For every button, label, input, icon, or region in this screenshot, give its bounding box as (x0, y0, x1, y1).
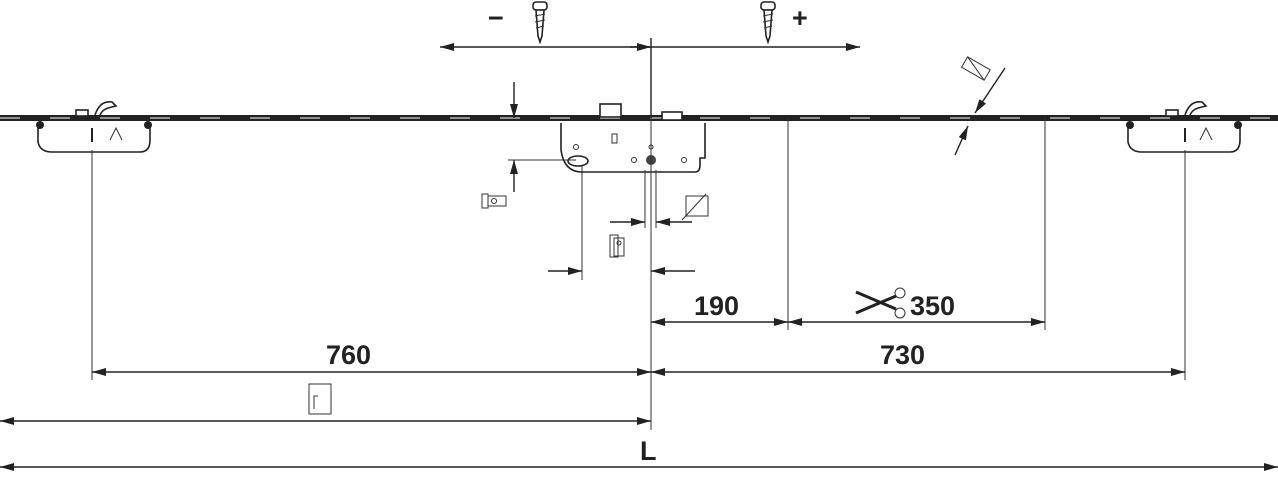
main-lock-case (560, 103, 706, 173)
right-hook-locking-point (1126, 100, 1242, 153)
bar-thickness-indicator (954, 56, 1006, 156)
backset-dimension (548, 165, 709, 280)
lock-bar (0, 115, 1278, 121)
screw-icon (760, 1, 776, 45)
minus-label: − (488, 3, 504, 33)
door-frame-icon (308, 383, 332, 415)
dim-350-label: 350 (910, 291, 955, 321)
bar-offset-dimension (481, 82, 576, 209)
left-hook-locking-point (36, 100, 152, 153)
dim-760-label: 760 (326, 340, 371, 370)
square-spindle-icon (681, 193, 709, 221)
screw-icon (532, 1, 548, 45)
plus-label: + (792, 3, 808, 33)
dim-190-label: 190 (694, 291, 739, 321)
dim-L-label: L (640, 436, 657, 466)
lock-case-profile-icon (609, 234, 625, 258)
bar-profile-icon (960, 56, 991, 81)
scissors-icon (855, 287, 906, 319)
bolt-profile-icon (481, 193, 507, 209)
dim-730-label: 730 (880, 340, 925, 370)
